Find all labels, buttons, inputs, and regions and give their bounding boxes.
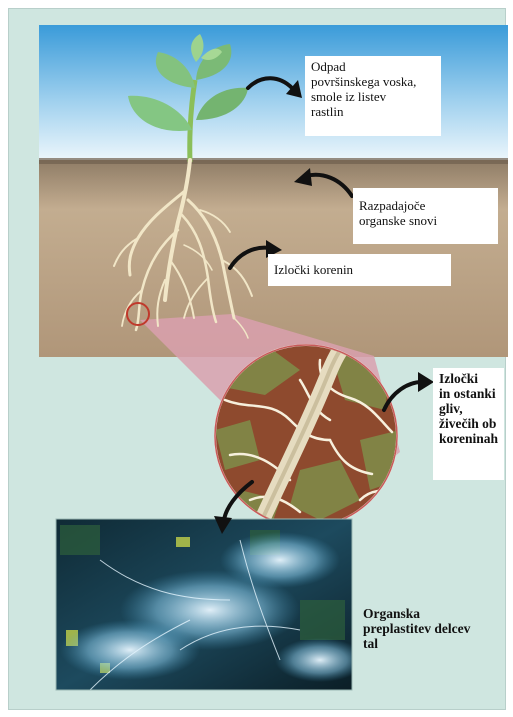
label-leaf-wax-residue: Odpad površinskega voska, smole iz liste… bbox=[305, 56, 441, 136]
label-decaying-organic-matter: Razpadajoče organske snovi bbox=[353, 188, 498, 244]
soil-surface-line bbox=[39, 158, 508, 164]
root-micrograph-photo bbox=[56, 519, 365, 690]
label-fungal-exudates: Izločki in ostanki gliv, živečih ob kore… bbox=[433, 368, 504, 480]
label-root-exudates: Izločki korenin bbox=[268, 254, 451, 286]
label-organic-coating: Organska preplastitev delcev tal bbox=[357, 596, 499, 670]
